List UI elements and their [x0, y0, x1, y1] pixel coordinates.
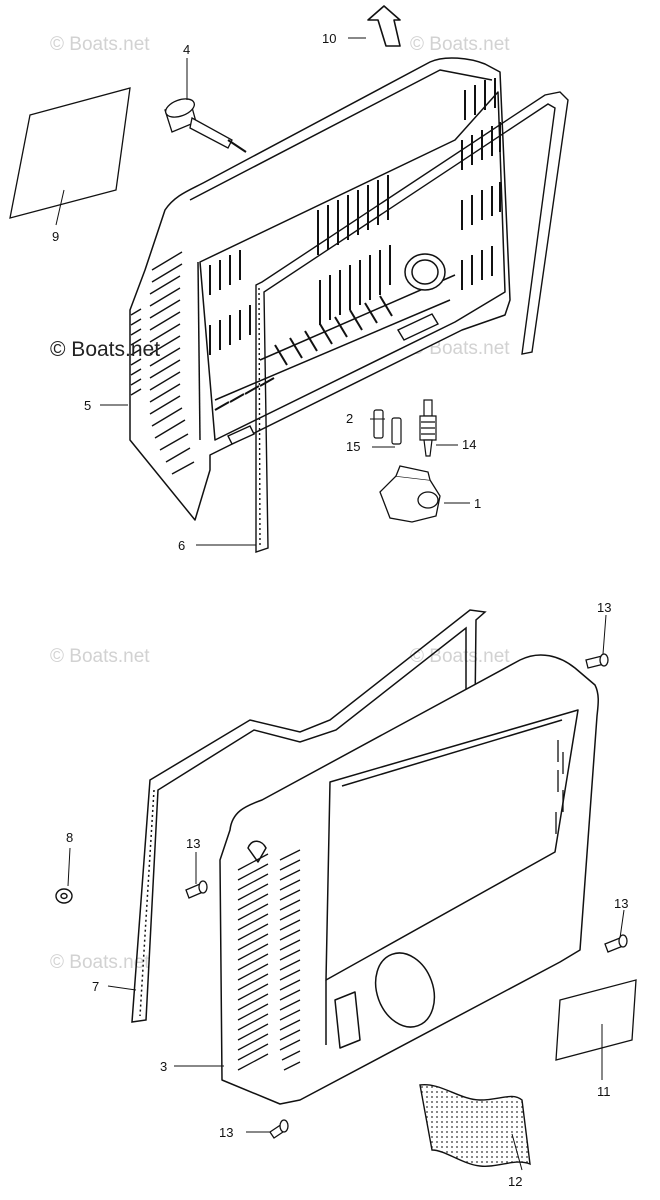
screw-part13-left: [185, 880, 208, 899]
gasket-part6: [255, 91, 569, 553]
watermark: © Boats.net: [410, 34, 510, 55]
spark-plug-part14: [419, 399, 437, 457]
callout-15: 15: [346, 439, 360, 454]
callout-8: 8: [66, 830, 73, 845]
washer-part8: [55, 888, 73, 904]
callout-13: 13: [597, 600, 611, 615]
front-cover-part3: [219, 654, 599, 1105]
bracket-part1: [379, 465, 441, 523]
callout-4: 4: [183, 42, 190, 57]
callout-10: 10: [322, 31, 336, 46]
vent-slots-left-top: [130, 251, 195, 475]
callout-13: 13: [186, 836, 200, 851]
watermark: © Boats.net: [50, 34, 150, 55]
callout-13: 13: [614, 896, 628, 911]
cover-latch-tab: [227, 313, 439, 445]
screw-part13-right: [604, 934, 628, 953]
callout-12: 12: [508, 1174, 522, 1189]
callout-labels: 10 4 9 5 2 15 14 1 6 13 8 13 13 7 3 11 1…: [52, 31, 628, 1189]
foam-pad-part12: [419, 1084, 531, 1167]
screw-part13-top: [585, 653, 609, 669]
callout-3: 3: [160, 1059, 167, 1074]
callout-6: 6: [178, 538, 185, 553]
watermark: © Boats.net: [410, 646, 510, 667]
leader-lines: [55, 37, 625, 1171]
watermark: © Boats.net: [50, 646, 150, 667]
watermark-dark: © Boats.net: [50, 338, 160, 361]
label-plate-part11: [555, 979, 637, 1061]
pin-part15: [391, 417, 402, 445]
direction-arrow-icon: [367, 5, 401, 47]
knob-screw-part4: [164, 98, 247, 153]
label-plate-part9: [9, 87, 131, 219]
vent-slots-inner-top: [209, 78, 501, 411]
cover-port-hole: [404, 253, 446, 291]
callout-5: 5: [84, 398, 91, 413]
callout-11: 11: [597, 1084, 611, 1099]
callout-13: 13: [219, 1125, 233, 1140]
watermark: © Boats.net: [50, 952, 150, 973]
vent-slots-front-cover: [237, 740, 564, 1071]
callout-1: 1: [474, 496, 481, 511]
callout-9: 9: [52, 229, 59, 244]
screw-part13-bottom: [269, 1119, 289, 1139]
callout-14: 14: [462, 437, 476, 452]
callout-2: 2: [346, 411, 353, 426]
pin-part2: [373, 409, 384, 439]
callout-7: 7: [92, 979, 99, 994]
